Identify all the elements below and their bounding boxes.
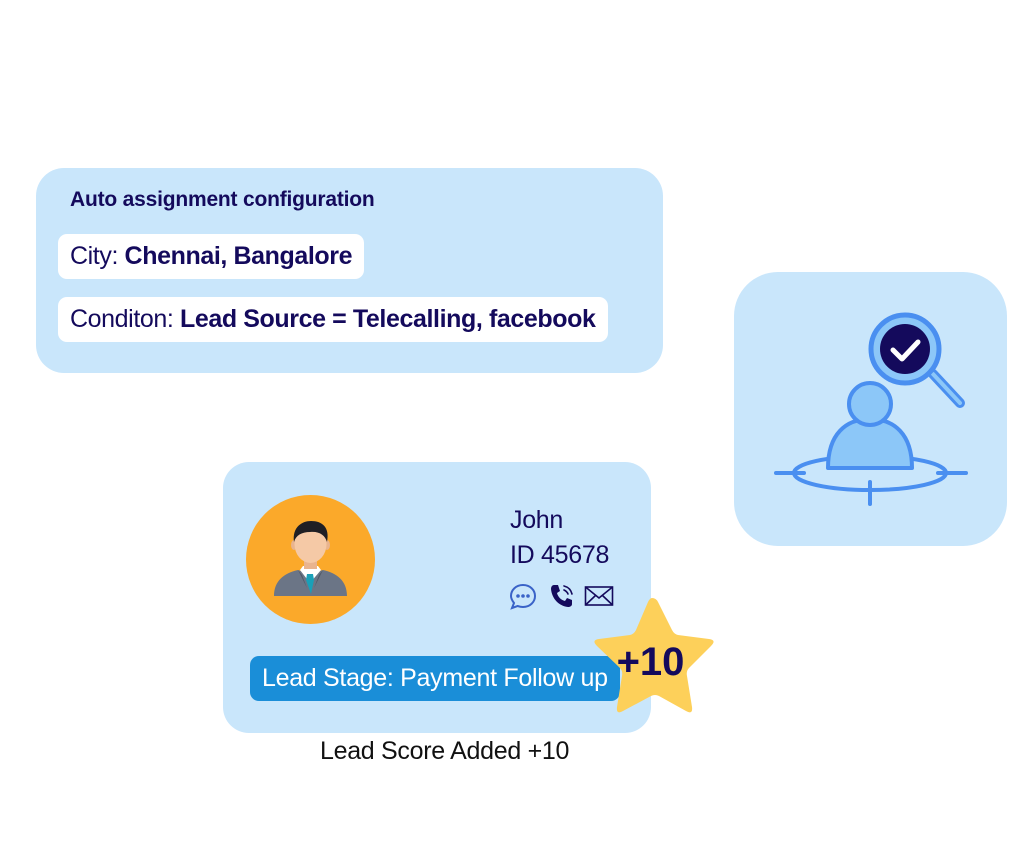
avatar xyxy=(246,495,375,624)
phone-icon[interactable] xyxy=(546,582,576,610)
contact-actions xyxy=(508,582,614,610)
condition-label: Conditon: xyxy=(70,305,180,333)
auto-assignment-config-card: Auto assignment configuration City: Chen… xyxy=(36,168,663,373)
star-icon xyxy=(594,598,714,713)
score-star-badge: +10 xyxy=(580,592,725,732)
search-person-card xyxy=(734,272,1007,546)
city-value: Chennai, Bangalore xyxy=(124,242,353,270)
mail-icon[interactable] xyxy=(584,582,614,610)
condition-value: Lead Source = Telecalling, facebook xyxy=(179,305,596,333)
city-label: City: xyxy=(70,242,125,270)
lead-stage-pill[interactable]: Lead Stage: Payment Follow up xyxy=(250,656,620,701)
city-condition-chip: City: Chennai, Bangalore xyxy=(58,234,365,279)
lead-id: ID 45678 xyxy=(510,541,610,569)
chat-icon[interactable] xyxy=(508,582,538,610)
lead-name: John xyxy=(510,506,564,534)
score-value: +10 xyxy=(616,640,685,684)
user-avatar-icon xyxy=(274,521,347,596)
search-person-icon xyxy=(774,312,968,506)
config-title: Auto assignment configuration xyxy=(70,188,375,211)
lead-source-condition-chip: Conditon: Lead Source = Telecalling, fac… xyxy=(58,297,608,342)
lead-card[interactable]: John ID 45678 Lea xyxy=(223,462,651,733)
lead-score-caption: Lead Score Added +10 xyxy=(320,737,570,765)
